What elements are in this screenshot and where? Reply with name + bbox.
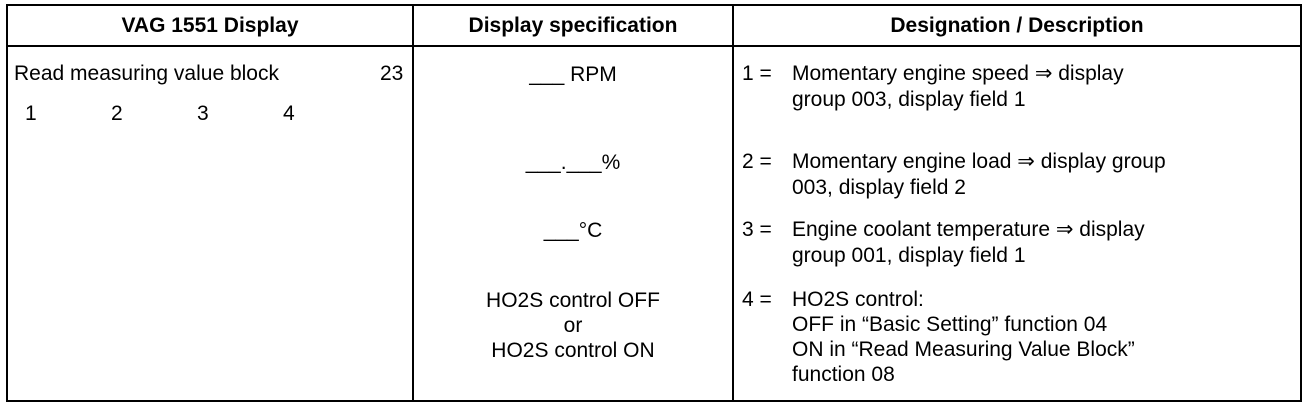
- table-header-row: VAG 1551 Display Display specification D…: [8, 6, 1300, 47]
- description-1-line-2: group 003, display field 1: [792, 88, 1026, 111]
- description-3-line-2: group 001, display field 1: [792, 244, 1026, 267]
- display-block-number: 23: [380, 62, 404, 85]
- header-designation-description: Designation / Description: [890, 13, 1144, 37]
- spec-rpm: ___ RPM: [529, 63, 617, 86]
- description-2-line-1: Momentary engine load ⇒ display group: [792, 150, 1166, 173]
- column-divider-2: [732, 6, 734, 400]
- description-4-line-2: OFF in “Basic Setting” function 04: [792, 313, 1108, 336]
- spec-ho2s-off: HO2S control OFF: [486, 289, 660, 312]
- description-2-number: 2 =: [742, 150, 772, 173]
- description-3-number: 3 =: [742, 218, 772, 241]
- display-title: Read measuring value block: [14, 62, 279, 85]
- display-field-1: 1: [25, 102, 37, 125]
- spec-or: or: [563, 314, 583, 337]
- description-2-line-2: 003, display field 2: [792, 176, 966, 199]
- spec-load-percent: ___.___%: [525, 151, 621, 174]
- description-1-number: 1 =: [742, 62, 772, 85]
- description-4-line-3: ON in “Read Measuring Value Block”: [792, 338, 1135, 361]
- display-field-3: 3: [197, 102, 209, 125]
- description-1-line-1: Momentary engine speed ⇒ display: [792, 62, 1124, 85]
- description-4-line-1: HO2S control:: [792, 288, 924, 311]
- display-field-4: 4: [283, 102, 295, 125]
- header-vag-display: VAG 1551 Display: [121, 13, 299, 37]
- description-3-line-1: Engine coolant temperature ⇒ display: [792, 218, 1145, 241]
- header-display-specification: Display specification: [468, 13, 678, 37]
- column-divider-1: [412, 6, 414, 400]
- display-field-2: 2: [111, 102, 123, 125]
- spec-ho2s-on: HO2S control ON: [491, 339, 655, 362]
- description-4-line-4: function 08: [792, 363, 895, 386]
- description-4-number: 4 =: [742, 288, 772, 311]
- measuring-block-table: VAG 1551 Display Display specification D…: [6, 4, 1302, 402]
- spec-coolant-temp: ___°C: [543, 219, 603, 242]
